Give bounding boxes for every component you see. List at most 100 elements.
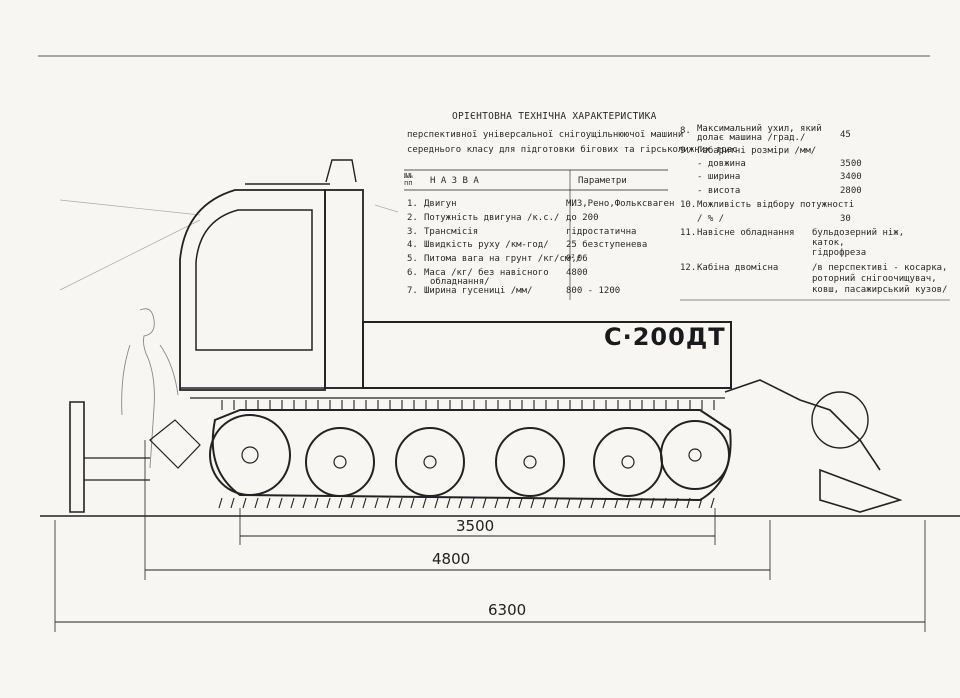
spec-subtitle-1: перспективної універсальної снігоущільню… (407, 130, 684, 140)
row-num: 1. (407, 199, 418, 209)
r9-width: - ширина (697, 172, 741, 182)
track-tooth (698, 497, 703, 509)
track-tooth (326, 497, 331, 509)
r8-num: 8. (680, 126, 691, 136)
dim-body-length: 4800 (432, 550, 471, 568)
r11-name: Навісне обладнання (697, 228, 795, 238)
spec-title: ОРІЄНТОВНА ТЕХНІЧНА ХАРАКТЕРИСТИКА (452, 111, 657, 122)
r8-name: Максимальний ухил, який (697, 124, 822, 134)
r9-num: 9. (680, 146, 691, 156)
track-tooth (578, 497, 583, 509)
r9-height-value: 2800 (840, 186, 862, 196)
model-label: С·200ДТ (604, 323, 726, 351)
row-value: 25 безступенева (566, 240, 648, 250)
track-tooth (494, 497, 499, 509)
row-value: до 200 (566, 213, 599, 223)
row-name: Питома вага на грунт /кг/см²/ (424, 254, 582, 264)
r9-length-value: 3500 (840, 159, 862, 169)
row-num: 7. (407, 286, 418, 296)
track-tooth (614, 497, 619, 509)
r12-value-2: роторний снігоочищувач, (812, 274, 937, 284)
r9-name: Габаритні розміри /мм/ (697, 146, 817, 156)
r12-value-3: ковш, пасажирський кузов/ (812, 285, 948, 295)
track-tooth (338, 497, 343, 509)
track-tooth (542, 497, 547, 509)
r10-value: 30 (840, 214, 851, 224)
r9-length: - довжина (697, 159, 746, 169)
track-tooth (662, 497, 667, 509)
row-num: 2. (407, 213, 418, 223)
track-tooth (410, 497, 415, 509)
row-value: гідростатична (566, 227, 637, 237)
track-tooth (398, 497, 403, 509)
dim-total-length: 6300 (488, 601, 527, 619)
row-name: Трансмісія (424, 227, 479, 237)
track-tooth (506, 497, 511, 509)
row-value: МИЗ,Рено,Фольксваген (566, 199, 675, 209)
r11-num: 11. (680, 228, 697, 238)
r10-name2: / % / (697, 214, 725, 224)
track-tooth (530, 497, 535, 509)
row-value: 800 - 1200 (566, 286, 621, 296)
track-tooth (386, 497, 391, 509)
track-tooth (350, 497, 355, 509)
track-tooth (446, 497, 451, 509)
header-param: Параметри (578, 176, 627, 186)
track-tooth (566, 497, 571, 509)
r10-num: 10. (680, 200, 697, 210)
track-tooth (518, 497, 523, 509)
row-name: Ширина гусениці /мм/ (424, 286, 533, 296)
row-num: 5. (407, 254, 418, 264)
spec-subtitle-2: середнього класу для підготовки бігових … (407, 145, 738, 155)
r12-value-1: /в перспективі - косарка, (812, 263, 948, 273)
header-num: №№ пп (404, 172, 413, 187)
track-tooth (434, 497, 439, 509)
track-tooth (458, 497, 463, 509)
track-tooth (218, 497, 223, 509)
track-tooth (374, 497, 379, 509)
row-name-cont: обладнання/ (430, 277, 490, 287)
track-tooth (638, 497, 643, 509)
track-tooth (674, 497, 679, 509)
track-tooth (590, 497, 595, 509)
r11-value-1: бульдозерний ніж, (812, 228, 905, 238)
track-tooth (290, 497, 295, 509)
row-value: 0,06 (566, 254, 588, 264)
track-tooth (650, 497, 655, 509)
track-tooth (314, 497, 319, 509)
dim-track-length: 3500 (456, 517, 495, 535)
r12-name: Кабіна двомісна (697, 263, 779, 273)
row-num: 3. (407, 227, 418, 237)
track-tooth (686, 497, 691, 509)
track-tooth (422, 497, 427, 509)
r12-num: 12. (680, 263, 697, 273)
track-tooth (710, 497, 715, 509)
track-tooth (482, 497, 487, 509)
row-name: Потужність двигуна /к.с./ (424, 213, 560, 223)
track-tooth (302, 497, 307, 509)
row-name: Маса /кг/ без навісного (424, 268, 549, 278)
track-tooth (230, 497, 235, 509)
track-tooth (626, 497, 631, 509)
r10-name: Можливість відбору потужності (697, 200, 855, 210)
r9-height: - висота (697, 186, 741, 196)
track-tooth (278, 497, 283, 509)
r11-value-2: каток, (812, 238, 845, 248)
r11-value-3: гідрофреза (812, 248, 867, 258)
r9-width-value: 3400 (840, 172, 862, 182)
row-name: Швидкість руху /км-год/ (424, 240, 549, 250)
row-num: 4. (407, 240, 418, 250)
row-num: 6. (407, 268, 418, 278)
header-name: Н А З В А (430, 176, 479, 186)
r8-value: 45 (840, 130, 851, 140)
track-tooth (470, 497, 475, 509)
track-tooth (254, 497, 259, 509)
track-tooth (266, 497, 271, 509)
r8-name2: долає машина /град./ (697, 133, 806, 143)
row-value: 4800 (566, 268, 588, 278)
track-tooth (602, 497, 607, 509)
track-tooth (242, 497, 247, 509)
track-tooth (554, 497, 559, 509)
